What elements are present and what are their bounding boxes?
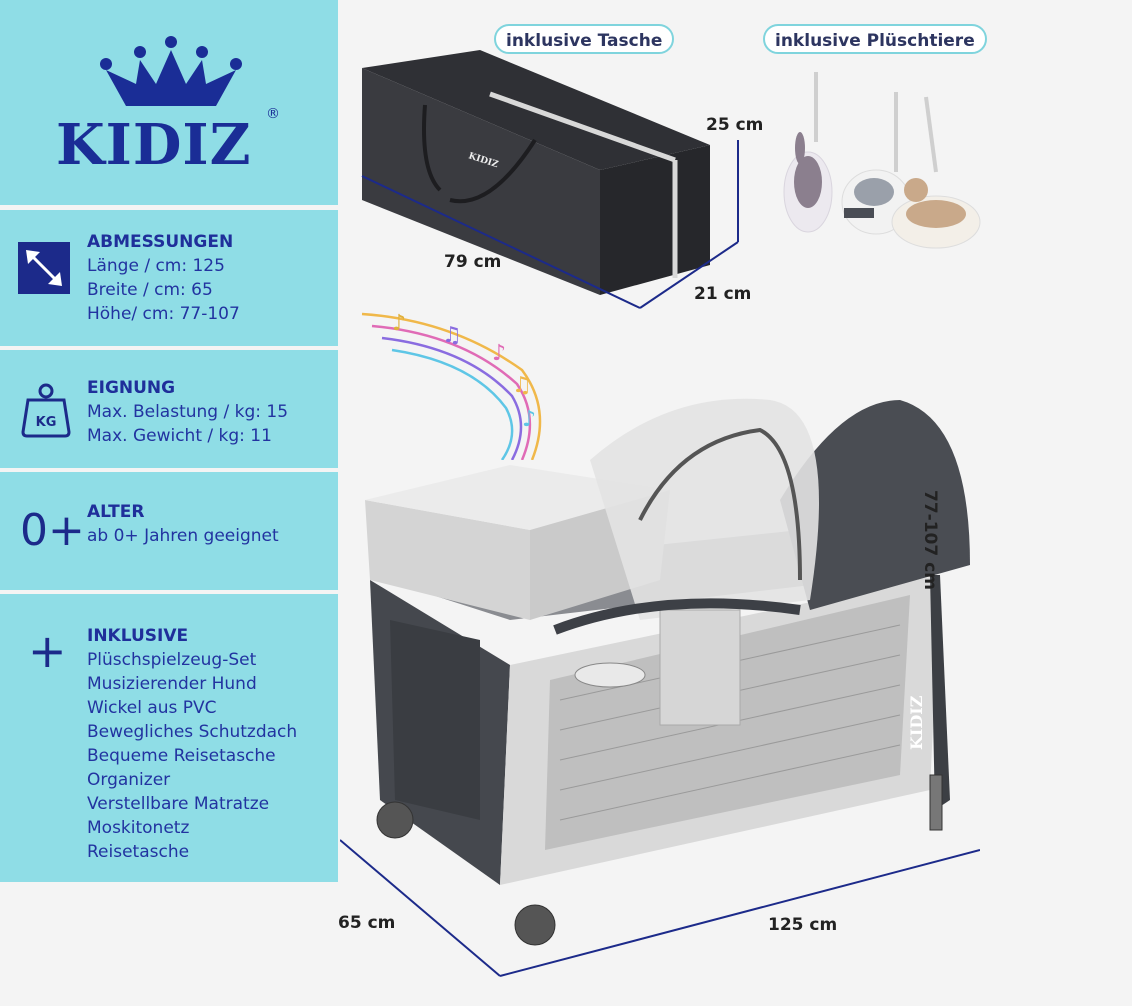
registered-mark: ® xyxy=(266,106,280,122)
bed-logo: KIDIZ xyxy=(907,695,926,750)
inclusive-item: Verstellbare Matratze xyxy=(87,794,270,814)
bed-length-line xyxy=(499,849,980,977)
svg-text:♫: ♫ xyxy=(442,323,462,348)
canopy xyxy=(590,398,970,620)
plush-label: inklusive Plüschtiere xyxy=(763,24,987,54)
play-bed-illustration: KIDIZ xyxy=(340,398,980,977)
crown-icon xyxy=(100,36,242,106)
music-notes-icon: ♪♫ ♪♫ ♪ xyxy=(361,311,542,460)
inclusive-item: Musizierender Hund xyxy=(87,674,257,694)
bag-depth-label: 21 cm xyxy=(694,284,752,304)
age-text: ALTER ab 0+ Jahren geeignet xyxy=(87,500,279,548)
age-symbol: 0+ xyxy=(20,505,85,556)
bag-body xyxy=(362,50,710,295)
suitability-title: EIGNUNG xyxy=(87,378,176,398)
weight-kg-icon: KG xyxy=(21,383,71,438)
inclusive-item: Bewegliches Schutzdach xyxy=(87,722,298,742)
svg-text:♪: ♪ xyxy=(492,341,506,366)
brand-name: KIDIZ xyxy=(56,112,252,178)
bed-length-label: 125 cm xyxy=(768,915,838,935)
resize-arrows-icon xyxy=(18,242,70,294)
svg-text:♪: ♪ xyxy=(392,311,406,336)
inclusive-item: Moskitonetz xyxy=(87,818,190,838)
age-panel: 0+ ALTER ab 0+ Jahren geeignet xyxy=(0,472,338,590)
suitability-text: EIGNUNG Max. Belastung / kg: 15 Max. Gew… xyxy=(87,376,288,448)
logo-panel: KIDIZ ® xyxy=(0,0,338,205)
inclusive-item: Bequeme Reisetasche xyxy=(87,746,276,766)
wheels xyxy=(376,774,943,946)
inclusive-text: INKLUSIVE Plüschspielzeug-Set Musizieren… xyxy=(87,624,297,864)
dimension-width: Breite / cm: 65 xyxy=(87,280,213,300)
plus-icon: + xyxy=(28,624,67,678)
bag-label: inklusive Tasche xyxy=(494,24,675,54)
bag-length-line xyxy=(361,175,641,309)
dimension-length: Länge / cm: 125 xyxy=(87,256,225,276)
inclusive-item: Reisetasche xyxy=(87,842,190,862)
bag-depth-line xyxy=(639,241,739,309)
side-pocket xyxy=(390,620,480,820)
inclusive-panel: + INKLUSIVE Plüschspielzeug-Set Musizier… xyxy=(0,594,338,882)
plush-deer xyxy=(891,178,981,249)
inclusive-item: Organizer xyxy=(87,770,171,790)
age-title: ALTER xyxy=(87,502,145,522)
travel-bag-illustration: KIDIZ xyxy=(361,50,739,309)
plush-rabbit xyxy=(783,132,833,233)
organizer xyxy=(553,598,801,726)
max-weight: Max. Gewicht / kg: 11 xyxy=(87,426,272,446)
bed-height-label: 77-107 cm xyxy=(920,490,940,590)
inclusive-item: Plüschspielzeug-Set xyxy=(87,650,257,670)
weight-kg-label: KG xyxy=(36,415,57,430)
dimensions-text: ABMESSUNGEN Länge / cm: 125 Breite / cm:… xyxy=(87,230,240,326)
bag-height-label: 25 cm xyxy=(706,115,764,135)
bed-depth-label: 65 cm xyxy=(338,913,396,933)
inclusive-title: INKLUSIVE xyxy=(87,626,189,646)
plush-animals-icon xyxy=(783,72,981,249)
max-load: Max. Belastung / kg: 15 xyxy=(87,402,289,422)
svg-text:♪: ♪ xyxy=(522,407,536,432)
dimension-height: Höhe/ cm: 77-107 xyxy=(87,304,240,324)
dimensions-panel: ABMESSUNGEN Länge / cm: 125 Breite / cm:… xyxy=(0,210,338,346)
inclusive-item: Wickel aus PVC xyxy=(87,698,217,718)
dimensions-title: ABMESSUNGEN xyxy=(87,232,234,252)
suitability-panel: KG EIGNUNG Max. Belastung / kg: 15 Max. … xyxy=(0,350,338,468)
svg-text:♫: ♫ xyxy=(512,373,532,398)
bed-depth-line xyxy=(340,839,501,977)
bag-length-label: 79 cm xyxy=(444,252,502,272)
age-line: ab 0+ Jahren geeignet xyxy=(87,526,279,546)
